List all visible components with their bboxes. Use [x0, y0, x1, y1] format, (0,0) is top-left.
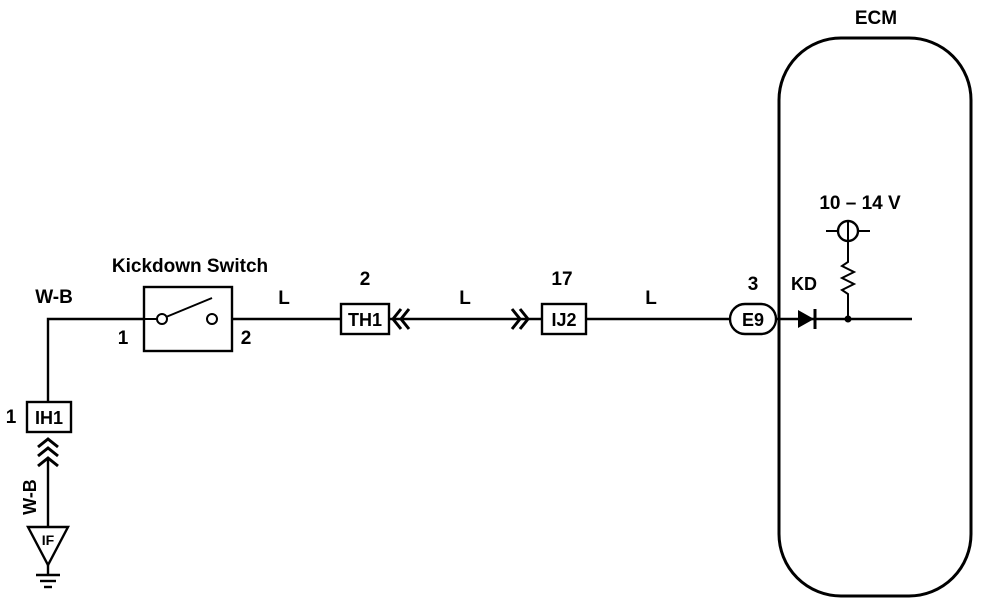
voltage-source-symbol: [826, 219, 870, 243]
ih1-pin-number: 1: [6, 407, 17, 428]
th1-pin-number: 2: [360, 269, 371, 290]
wb-wire: [46, 317, 144, 402]
ih1-connector: [25, 400, 73, 434]
kickdown-switch-label: Kickdown Switch: [112, 256, 268, 277]
ground-icon: [36, 565, 60, 589]
ij2-pin-number: 17: [551, 269, 572, 290]
voltage-label: 10 – 14 V: [819, 193, 901, 214]
ecm-label: ECM: [855, 8, 897, 29]
e9-connector: [728, 302, 778, 336]
switch-contact-symbol: [144, 297, 218, 325]
th1-connector-chevrons: [391, 308, 411, 330]
ground-triangle: [26, 525, 70, 568]
wire-color-wb-vertical: W-B: [20, 479, 40, 515]
switch-pin-1: 1: [118, 328, 129, 349]
e9-pin-number: 3: [748, 274, 759, 295]
ij2-connector: [540, 302, 588, 336]
wire-color-wb-top: W-B: [35, 287, 73, 308]
th1-label: TH1: [348, 310, 382, 330]
wire-color-l-3: L: [645, 288, 657, 309]
kd-terminal-label: KD: [791, 274, 817, 294]
wire-color-l-1: L: [278, 288, 290, 309]
ij2-label: IJ2: [551, 310, 576, 330]
ecm-box: [777, 36, 973, 598]
wire-color-l-2: L: [459, 288, 471, 309]
ij2-connector-chevrons: [510, 308, 530, 330]
resistor-symbol: [839, 241, 857, 319]
switch-pin-2: 2: [241, 328, 252, 349]
ground-label: IF: [42, 532, 55, 548]
ih1-label: IH1: [35, 408, 63, 428]
e9-label: E9: [742, 310, 764, 330]
th1-connector: [339, 302, 391, 336]
